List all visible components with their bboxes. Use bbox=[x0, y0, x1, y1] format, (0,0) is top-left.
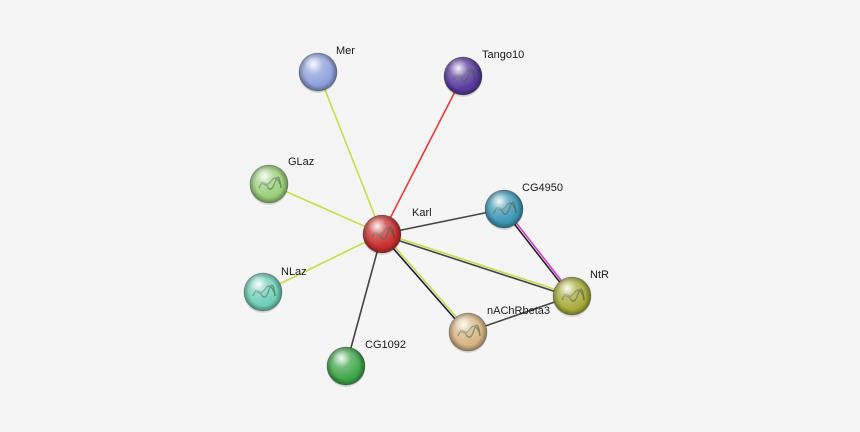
edge-line bbox=[317, 71, 383, 235]
edge-line bbox=[345, 233, 383, 367]
edge-karl-cg1092 bbox=[345, 233, 383, 367]
node-outline bbox=[362, 214, 402, 254]
node-highlight bbox=[449, 313, 487, 351]
node-label-glaz: GLaz bbox=[288, 156, 314, 168]
node-outline bbox=[326, 346, 366, 386]
edge-line bbox=[262, 233, 383, 293]
edge-karl-nlaz bbox=[262, 233, 383, 293]
node-highlight bbox=[444, 57, 482, 95]
edge-line bbox=[381, 75, 464, 235]
edge-karl-glaz bbox=[268, 183, 383, 235]
node-highlight bbox=[485, 190, 523, 228]
node-label-cg4950: CG4950 bbox=[522, 182, 563, 194]
node-label-tango10: Tango10 bbox=[482, 49, 524, 61]
node-outline bbox=[249, 164, 289, 204]
node-highlight bbox=[244, 273, 282, 311]
node-highlight bbox=[553, 277, 591, 315]
edge-line bbox=[380, 234, 573, 298]
edges-layer bbox=[262, 71, 574, 367]
node-glaz[interactable]: GLaz bbox=[249, 156, 314, 205]
node-outline bbox=[552, 276, 592, 316]
node-label-mer: Mer bbox=[336, 45, 355, 57]
node-label-nachrbeta3: nAChRbeta3 bbox=[487, 305, 550, 317]
edge-line bbox=[381, 208, 505, 235]
node-label-karl: Karl bbox=[412, 207, 432, 219]
node-label-ntr: NtR bbox=[590, 269, 609, 281]
edge-karl-cg4950 bbox=[381, 208, 505, 235]
node-mer[interactable]: Mer bbox=[298, 45, 355, 93]
edge-line bbox=[381, 232, 574, 296]
node-tango10[interactable]: Tango10 bbox=[443, 49, 524, 97]
edge-line bbox=[382, 232, 470, 333]
node-label-nlaz: NLaz bbox=[281, 266, 307, 278]
node-ntr[interactable]: NtR bbox=[552, 269, 609, 317]
node-karl[interactable]: Karl bbox=[362, 207, 432, 255]
edge-line bbox=[268, 183, 383, 235]
node-outline bbox=[448, 312, 488, 352]
edge-karl-ntr bbox=[380, 232, 574, 298]
edge-line bbox=[380, 233, 468, 334]
node-outline bbox=[443, 56, 483, 96]
node-nachrbeta3[interactable]: nAChRbeta3 bbox=[448, 305, 550, 353]
node-highlight bbox=[250, 165, 288, 203]
edge-karl-tango10 bbox=[381, 75, 464, 235]
node-outline bbox=[243, 272, 283, 312]
node-highlight bbox=[363, 215, 401, 253]
node-outline bbox=[484, 189, 524, 229]
edge-karl-nachrbeta3 bbox=[380, 232, 470, 334]
node-cg1092[interactable]: CG1092 bbox=[326, 339, 406, 387]
node-nlaz[interactable]: NLaz bbox=[243, 266, 307, 313]
node-outline bbox=[298, 52, 338, 92]
node-highlight bbox=[299, 53, 337, 91]
node-label-cg1092: CG1092 bbox=[365, 339, 406, 351]
edge-karl-mer bbox=[317, 71, 383, 235]
node-cg4950[interactable]: CG4950 bbox=[484, 182, 563, 230]
node-highlight bbox=[327, 347, 365, 385]
